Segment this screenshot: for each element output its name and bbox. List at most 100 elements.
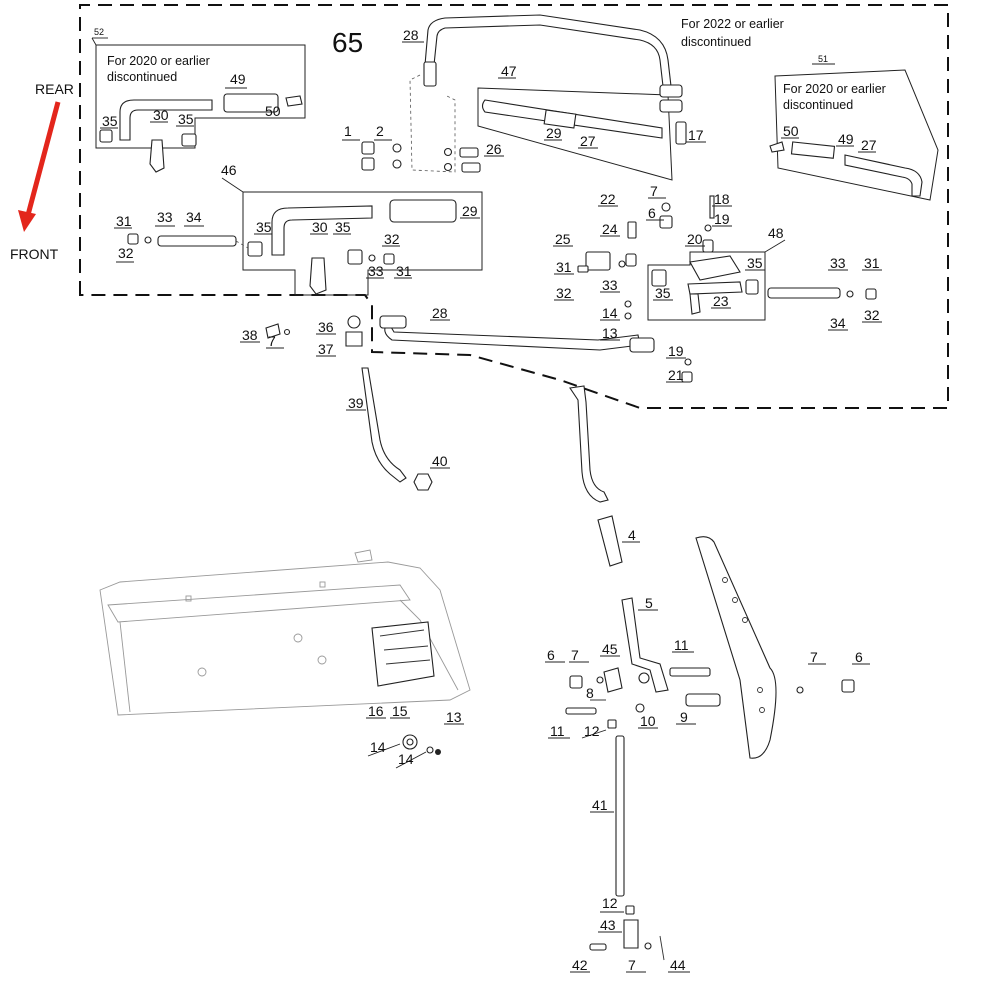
part-callout: 24 xyxy=(602,221,618,237)
part-callout: 33 xyxy=(157,209,173,225)
part-callout: 27 xyxy=(861,137,877,153)
part-callout: 6 xyxy=(648,205,656,221)
part-callout: 7 xyxy=(571,647,579,663)
part-callout: 38 xyxy=(242,327,258,343)
part-callout: 30 xyxy=(312,219,328,235)
part-callout: 32 xyxy=(864,307,880,323)
part-callout: 33 xyxy=(368,263,384,279)
inset-box-48: 48 35 35 23 xyxy=(647,225,786,321)
part-callout: 17 xyxy=(688,127,704,143)
center-hardware: 22 25 24 31 32 33 7 6 18 19 20 xyxy=(553,183,732,301)
part-callout: 14 xyxy=(370,739,386,755)
part-callout: 32 xyxy=(118,245,134,261)
inset-box-id: 52 xyxy=(94,27,104,37)
direction-arrow-shaft xyxy=(25,101,61,216)
lower-handle-assembly: 28 14 13 19 21 xyxy=(379,300,693,383)
part-callout: 18 xyxy=(714,191,730,207)
part-callout: 14 xyxy=(398,751,414,767)
inset-box-id: 51 xyxy=(818,54,828,64)
part-callout: 35 xyxy=(335,219,351,235)
part-callout: 27 xyxy=(580,133,596,149)
part-callout: 25 xyxy=(555,231,571,247)
lever-assembly: 4 5 6 7 8 45 11 9 10 11 xyxy=(545,515,870,973)
mower-deck-outline: 16 15 13 14 14 xyxy=(99,549,471,769)
part-callout: 47 xyxy=(501,63,517,79)
part-callout: 35 xyxy=(178,111,194,127)
part-callout: 35 xyxy=(655,285,671,301)
part-callout: 7 xyxy=(810,649,818,665)
part-callout: 6 xyxy=(547,647,555,663)
inset-box-46: 46 35 30 35 29 xyxy=(221,162,483,296)
part-callout: 41 xyxy=(592,797,608,813)
page-number: 65 xyxy=(332,27,363,58)
part-callout: 12 xyxy=(584,723,600,739)
part-callout: 35 xyxy=(102,113,118,129)
part-callout: 39 xyxy=(348,395,364,411)
part-callout: 36 xyxy=(318,319,334,335)
part-callout: 6 xyxy=(855,649,863,665)
part-callout: 13 xyxy=(602,325,618,341)
part-callout: 45 xyxy=(602,641,618,657)
part-callout: 10 xyxy=(640,713,656,729)
box51-note-line1: For 2020 or earlier xyxy=(783,82,886,96)
right-linkage-rod xyxy=(569,385,609,503)
right-shaft-assembly: 33 31 34 32 xyxy=(767,255,882,331)
part-callout: 13 xyxy=(446,709,462,725)
part-callout: 34 xyxy=(186,209,202,225)
part-callout: 19 xyxy=(668,343,684,359)
part-callout: 31 xyxy=(116,213,132,229)
part-callout: 33 xyxy=(602,277,618,293)
part-callout: 29 xyxy=(546,125,562,141)
part-callout: 40 xyxy=(432,453,448,469)
part-callout: 7 xyxy=(268,333,276,349)
part-callout: 31 xyxy=(864,255,880,271)
direction-arrow-head xyxy=(18,210,36,232)
part-callout: 7 xyxy=(628,957,636,973)
part-callout: 34 xyxy=(830,315,846,331)
part-callout: 2 xyxy=(376,123,384,139)
part-callout: 26 xyxy=(486,141,502,157)
part-callout: 30 xyxy=(153,107,169,123)
part-callout: 43 xyxy=(600,917,616,933)
direction-indicator: REAR FRONT xyxy=(10,81,74,262)
part-callout: 37 xyxy=(318,341,334,357)
part-callout: 42 xyxy=(572,957,588,973)
part-callout: 20 xyxy=(687,231,703,247)
left-linkage: 38 7 36 37 39 40 xyxy=(240,315,450,491)
part-callout: 28 xyxy=(403,27,419,43)
rear-label: REAR xyxy=(35,81,74,97)
part-callout: 21 xyxy=(668,367,684,383)
part-callout: 22 xyxy=(600,191,616,207)
part-callout: 46 xyxy=(221,162,237,178)
part-callout: 12 xyxy=(602,895,618,911)
part-callout: 8 xyxy=(586,685,594,701)
box51-note-line2: discontinued xyxy=(783,98,853,112)
part-callout: 29 xyxy=(462,203,478,219)
part-callout: 32 xyxy=(384,231,400,247)
part-callout: 19 xyxy=(714,211,730,227)
part-callout: 7 xyxy=(650,183,658,199)
discontinued-area-outline xyxy=(79,4,949,409)
part-callout: 4 xyxy=(628,527,636,543)
part-callout: 32 xyxy=(556,285,572,301)
part-callout: 35 xyxy=(747,255,763,271)
part-callout: 11 xyxy=(550,723,565,739)
part-callout: 16 xyxy=(368,703,384,719)
front-label: FRONT xyxy=(10,246,59,262)
box52-note-line2: discontinued xyxy=(107,70,177,84)
part-callout: 50 xyxy=(265,103,281,119)
part-callout: 31 xyxy=(396,263,412,279)
box52-note-line1: For 2020 or earlier xyxy=(107,54,210,68)
part-callout: 33 xyxy=(830,255,846,271)
part-callout: 14 xyxy=(602,305,618,321)
part-callout: 28 xyxy=(432,305,448,321)
part-callout: 1 xyxy=(344,123,352,139)
part-callout: 23 xyxy=(713,293,729,309)
left-shaft-assembly: 31 32 33 34 32 33 31 xyxy=(114,209,412,279)
top-right-note-line2: discontinued xyxy=(681,35,751,49)
part-callout: 11 xyxy=(674,637,689,653)
part-callout: 44 xyxy=(670,957,686,973)
part-callout: 48 xyxy=(768,225,784,241)
part-callout: 31 xyxy=(556,259,572,275)
part-callout: 15 xyxy=(392,703,408,719)
